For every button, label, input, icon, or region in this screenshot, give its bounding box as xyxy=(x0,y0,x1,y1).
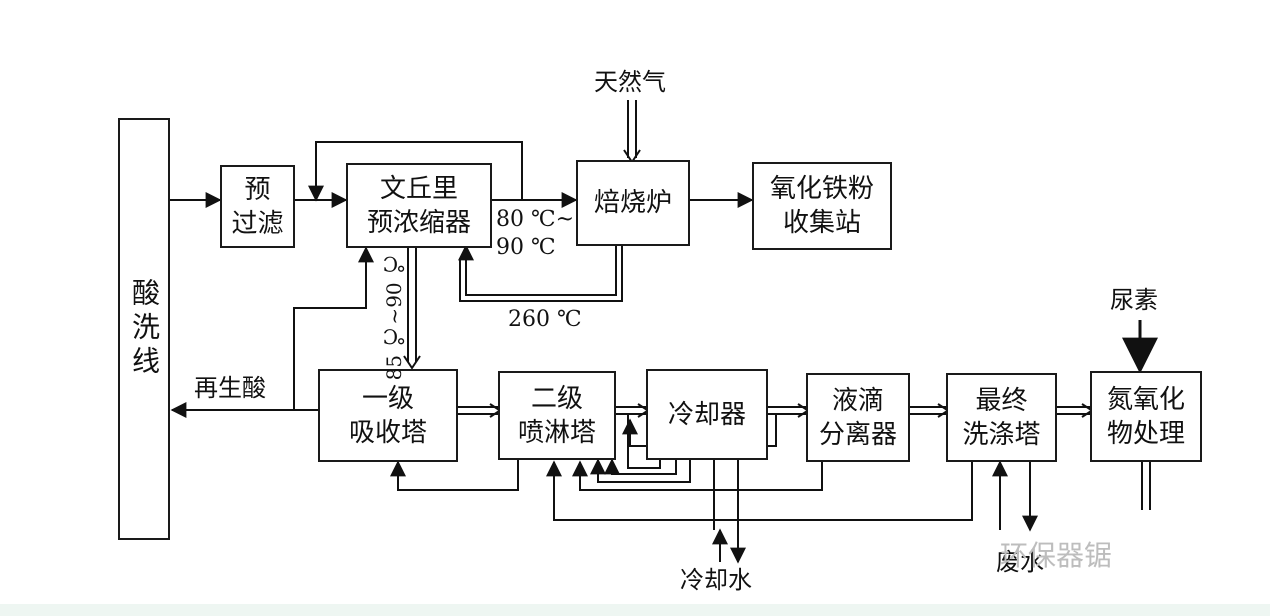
temp-85-90-label: 85 ℃~90 ℃ xyxy=(382,252,406,381)
primary-absorber-box: 一级 吸收塔 xyxy=(318,369,458,462)
arrow-venturi-to-absorber xyxy=(403,355,421,370)
secondary-spray-tower-box: 二级 喷淋塔 xyxy=(498,371,616,460)
nox-treatment-box: 氮氧化 物处理 xyxy=(1090,371,1202,462)
arrow-final-return xyxy=(546,460,973,521)
bottom-strip xyxy=(0,604,1270,616)
final-scrubber-box: 最终 洗涤塔 xyxy=(946,373,1057,462)
arrow-regen-to-venturi xyxy=(293,246,374,411)
arrow-260-gas-return xyxy=(458,244,617,296)
iron-oxide-station-box: 氧化铁粉 收集站 xyxy=(752,162,892,250)
acid-pickling-line-box: 酸洗线 xyxy=(118,118,170,540)
cooler-box: 冷却器 xyxy=(646,369,768,460)
waste-water-label: 废水 xyxy=(996,548,1044,576)
urea-label: 尿素 xyxy=(1110,286,1158,314)
temp-260-label: 260 ℃ xyxy=(508,307,582,332)
arrow-spray-return-to-absorber xyxy=(390,460,519,491)
cooling-water-label: 冷却水 xyxy=(680,566,752,594)
regenerated-acid-label: 再生酸 xyxy=(194,374,266,402)
venturi-preconcentrator-box: 文丘里 预浓缩器 xyxy=(346,163,492,248)
temp-80-90-label: 80 ℃~ 90 ℃ xyxy=(496,207,575,260)
droplet-separator-box: 液滴 分离器 xyxy=(806,373,910,462)
prefilter-box: 预 过滤 xyxy=(220,165,295,248)
roaster-box: 焙烧炉 xyxy=(576,160,690,246)
natural-gas-label: 天然气 xyxy=(594,68,666,96)
arrow-venturi-recirculation xyxy=(308,141,523,202)
watermark-text: 环保器锯 xyxy=(1000,539,1113,572)
